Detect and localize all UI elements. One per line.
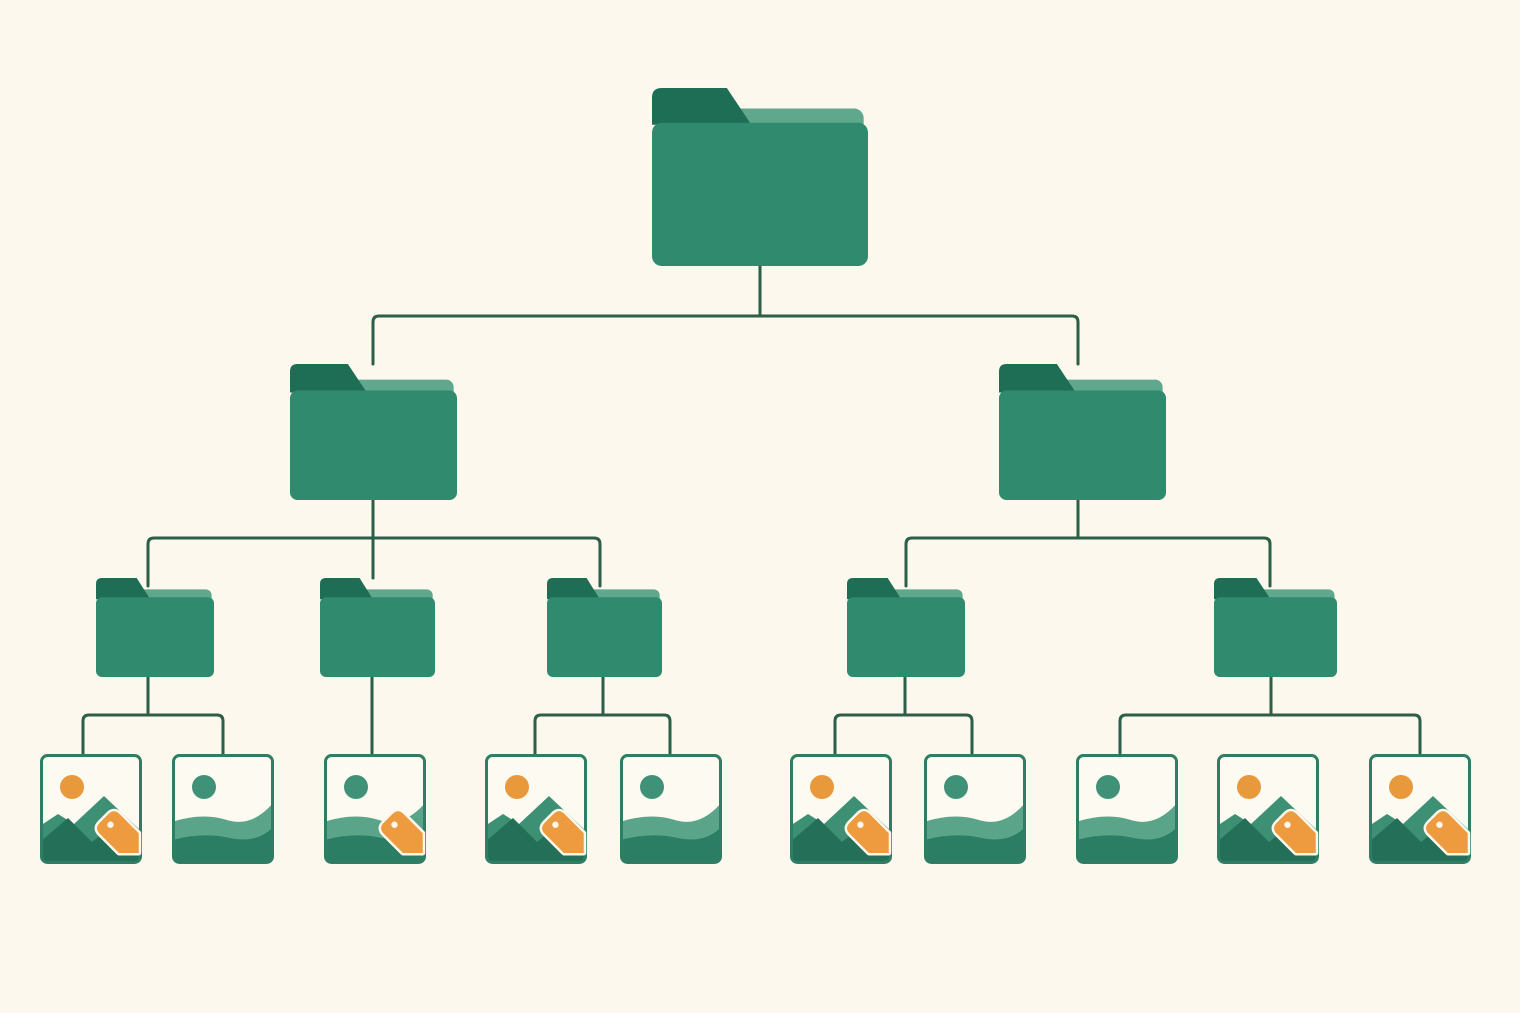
folder-front xyxy=(290,390,457,500)
photo-scene xyxy=(1078,775,1176,862)
tag-icon xyxy=(539,808,587,856)
folder-front xyxy=(96,597,214,677)
image-icon-4 xyxy=(485,754,587,864)
photo-frame xyxy=(790,754,892,864)
connector-l1-left-bus xyxy=(146,536,602,588)
tag-hole xyxy=(1436,821,1443,828)
image-icon-6 xyxy=(790,754,892,864)
tag-body xyxy=(1274,811,1316,853)
tag-icon xyxy=(94,808,142,856)
image-icon-8 xyxy=(1076,754,1178,864)
tag-body xyxy=(1426,811,1468,853)
image-icon-5 xyxy=(620,754,722,864)
tag-icon xyxy=(1423,808,1471,856)
image-icon-3 xyxy=(324,754,426,864)
image-icon-1 xyxy=(40,754,142,864)
hill-front xyxy=(622,826,720,862)
connector-lines xyxy=(81,264,1422,756)
image-icon-10 xyxy=(1369,754,1471,864)
hill-front xyxy=(1078,826,1176,862)
connector-l1-right-bus xyxy=(904,536,1272,588)
root-folder-icon xyxy=(652,88,868,267)
connector-f4-bus xyxy=(1118,713,1422,756)
tag-icon xyxy=(844,808,892,856)
photo-frame xyxy=(40,754,142,864)
sun-icon xyxy=(1237,775,1261,799)
sun-icon xyxy=(810,775,834,799)
photo-frame xyxy=(1076,754,1178,864)
image-icon-2 xyxy=(172,754,274,864)
sun-icon xyxy=(344,775,368,799)
tag-hole xyxy=(1284,821,1291,828)
sun-icon xyxy=(60,775,84,799)
connector-f3-bus xyxy=(833,713,974,756)
folder-front xyxy=(847,597,965,677)
folder-front xyxy=(547,597,662,677)
hill-front xyxy=(326,826,424,862)
tag-hole xyxy=(107,821,114,828)
sun-icon xyxy=(944,775,968,799)
tag-hole xyxy=(857,821,864,828)
sun-icon xyxy=(640,775,664,799)
tag-body xyxy=(97,811,139,853)
subfolder-icon-2 xyxy=(999,364,1166,500)
sun-icon xyxy=(192,775,216,799)
tag-body xyxy=(542,811,584,853)
sun-icon xyxy=(1389,775,1413,799)
subfolder-icon-1 xyxy=(290,364,457,500)
folder-front xyxy=(652,122,868,267)
photo-frame xyxy=(1217,754,1319,864)
photo-frame xyxy=(324,754,426,864)
tag-body xyxy=(381,811,423,853)
connector-root-bus xyxy=(371,314,1080,366)
sun-icon xyxy=(505,775,529,799)
photo-frame xyxy=(485,754,587,864)
folder-tab xyxy=(290,364,367,393)
hill-front xyxy=(926,826,1024,862)
photo-scene xyxy=(174,775,272,862)
tag-hole xyxy=(391,821,398,828)
photo-scene xyxy=(926,775,1024,862)
tag-hole xyxy=(552,821,559,828)
sun-icon xyxy=(1096,775,1120,799)
nested-folder-icon-3 xyxy=(547,578,662,677)
folder-front xyxy=(1214,597,1337,677)
photo-frame xyxy=(620,754,722,864)
folder-front xyxy=(999,390,1166,500)
connector-f0-bus xyxy=(81,713,225,756)
folder-tab xyxy=(96,578,151,600)
tag-body xyxy=(847,811,889,853)
folder-tab xyxy=(999,364,1076,393)
nested-folder-icon-2 xyxy=(320,578,435,677)
hill-front xyxy=(174,826,272,862)
folder-tab xyxy=(547,578,600,600)
nested-folder-icon-1 xyxy=(96,578,214,677)
folder-tab xyxy=(652,88,752,125)
folder-tab xyxy=(320,578,373,600)
tag-icon xyxy=(378,808,426,856)
image-icon-7 xyxy=(924,754,1026,864)
folder-tab xyxy=(1214,578,1271,600)
connector-f2-bus xyxy=(533,713,672,756)
photo-frame xyxy=(172,754,274,864)
tree-nodes xyxy=(40,88,1471,864)
nested-folder-icon-4 xyxy=(847,578,965,677)
image-icon-9 xyxy=(1217,754,1319,864)
folder-tab xyxy=(847,578,902,600)
photo-frame xyxy=(1369,754,1471,864)
photo-frame xyxy=(924,754,1026,864)
folder-front xyxy=(320,597,435,677)
photo-scene xyxy=(622,775,720,862)
tag-icon xyxy=(1271,808,1319,856)
nested-folder-icon-5 xyxy=(1214,578,1337,677)
